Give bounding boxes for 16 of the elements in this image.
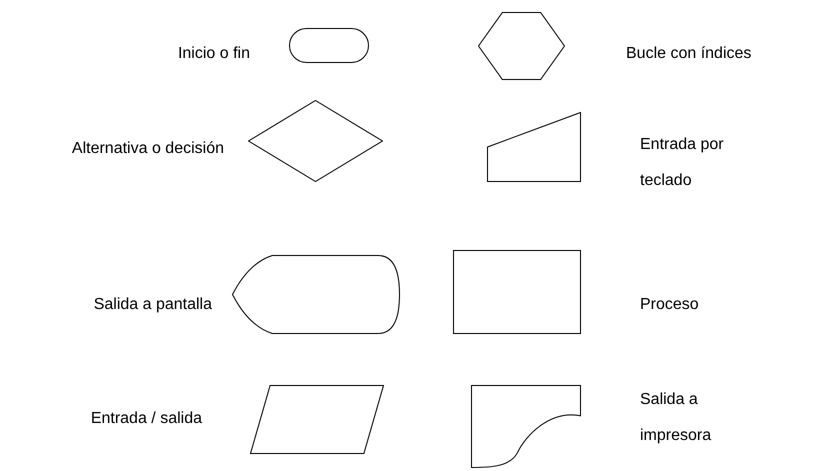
process-box: [453, 250, 581, 334]
parallelogram-symbol: [250, 385, 384, 454]
symbol-label: Inicio o fin: [176, 44, 250, 64]
symbol-label: Proceso: [640, 295, 699, 315]
display-symbol: [232, 255, 400, 334]
hexagon-symbol: [478, 12, 565, 80]
symbol-label: Salida a impresora: [640, 390, 712, 446]
manual-input-symbol: [487, 112, 581, 182]
terminal-symbol: [289, 28, 369, 63]
symbol-label: Salida a pantalla: [92, 295, 212, 315]
decision-diamond: [248, 100, 383, 182]
symbol-label: Entrada por teclado: [640, 135, 725, 191]
symbol-label: Alternativa o decisión: [70, 139, 224, 159]
symbol-label: Entrada / salida: [90, 409, 202, 429]
symbol-label: Bucle con índices: [626, 44, 752, 64]
document-symbol: [471, 385, 581, 468]
